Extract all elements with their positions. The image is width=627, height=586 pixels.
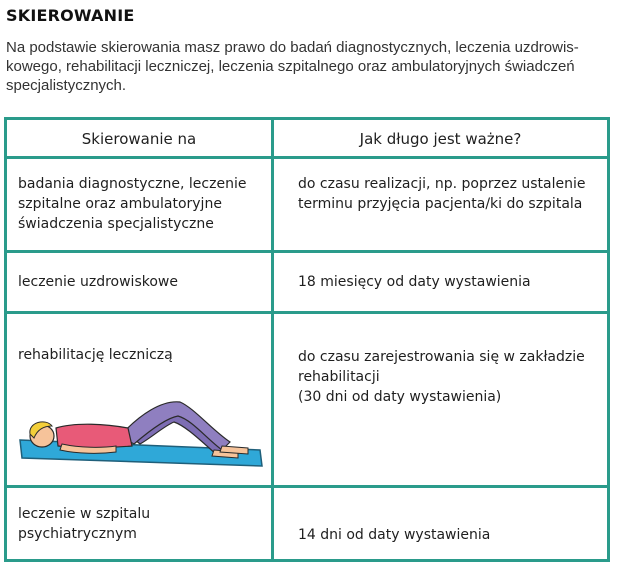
intro-line: specjalistycznych.: [6, 77, 127, 94]
person-lying-on-mat-illustration: [16, 392, 266, 476]
table-header-referral: Skierowanie na: [81, 130, 197, 148]
cell-line: świadczenia specjalistyczne: [18, 216, 214, 232]
intro-line: kowego, rehabilitacji leczniczej, leczen…: [6, 58, 575, 75]
cell-line: do czasu zarejestrowania się w zakładzie: [298, 349, 585, 365]
cell-line: leczenie uzdrowiskowe: [18, 274, 178, 290]
table-cell: rehabilitację leczniczą: [18, 345, 173, 365]
cell-line: 14 dni od daty wystawienia: [298, 527, 491, 543]
table-cell: do czasu zarejestrowania się w zakładzie…: [298, 347, 585, 407]
cell-line: leczenie w szpitalu: [18, 506, 151, 522]
table-column-divider: [271, 117, 274, 562]
table-cell: leczenie w szpitalu psychiatrycznym: [18, 504, 150, 544]
cell-line: terminu przyjęcia pacjenta/ki do szpital…: [298, 196, 583, 212]
cell-line: (30 dni od daty wystawienia): [298, 389, 502, 405]
table-cell: badania diagnostyczne, leczenie szpitaln…: [18, 174, 246, 234]
cell-line: badania diagnostyczne, leczenie: [18, 176, 247, 192]
referral-table: [4, 117, 610, 562]
table-row-divider: [4, 485, 610, 488]
cell-line: psychiatrycznym: [18, 526, 137, 542]
cell-line: rehabilitację leczniczą: [18, 347, 173, 363]
table-cell: 14 dni od daty wystawienia: [298, 525, 490, 545]
cell-line: rehabilitacji: [298, 369, 380, 385]
table-row-divider: [4, 156, 610, 159]
table-cell: 18 miesięcy od daty wystawienia: [298, 272, 531, 292]
cell-line: szpitalne oraz ambulatoryjne: [18, 196, 222, 212]
intro-line: Na podstawie skierowania masz prawo do b…: [6, 39, 579, 56]
table-row-divider: [4, 250, 610, 253]
table-row-divider: [4, 311, 610, 314]
page-title: SKIEROWANIE: [6, 6, 135, 25]
cell-line: do czasu realizacji, np. poprzez ustalen…: [298, 176, 586, 192]
cell-line: 18 miesięcy od daty wystawienia: [298, 274, 531, 290]
table-header-validity: Jak długo jest ważne?: [359, 130, 522, 148]
table-cell: leczenie uzdrowiskowe: [18, 272, 178, 292]
table-cell: do czasu realizacji, np. poprzez ustalen…: [298, 174, 586, 214]
intro-paragraph: Na podstawie skierowania masz prawo do b…: [6, 38, 606, 95]
